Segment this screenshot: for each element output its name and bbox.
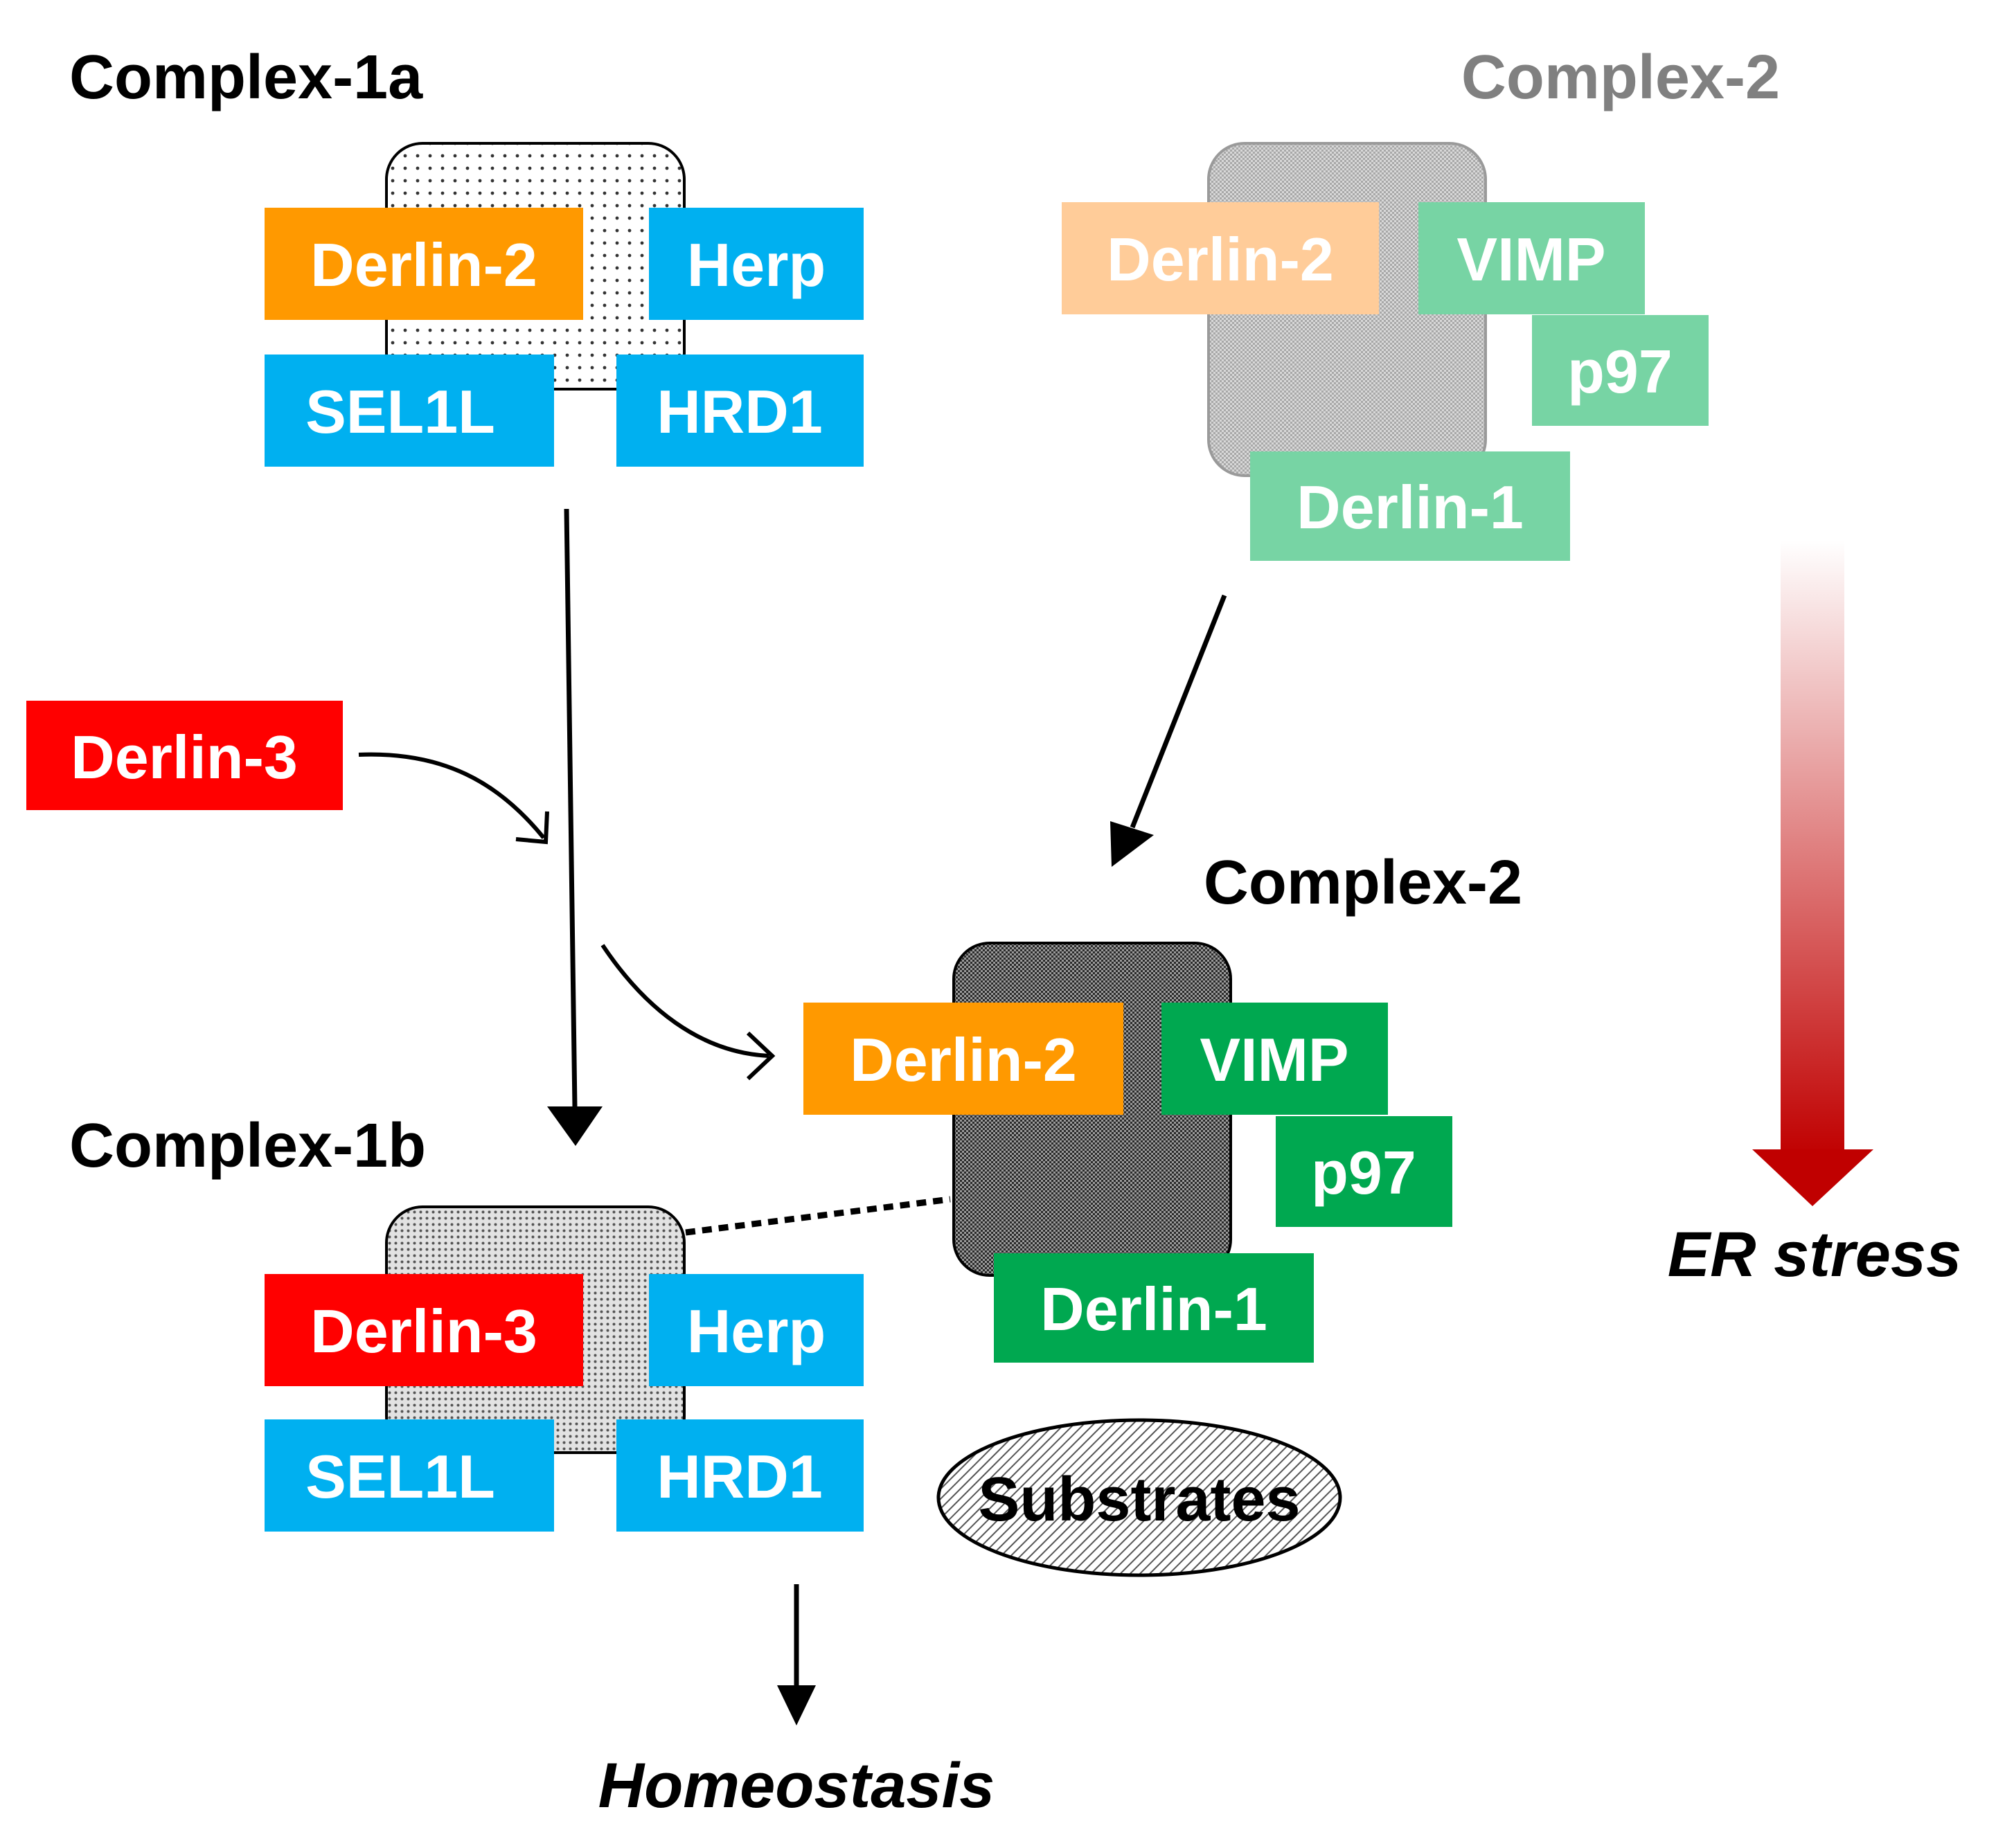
derlin3-free: Derlin-3 — [26, 701, 343, 810]
complex-2-derlin2-label: Derlin-2 — [850, 1025, 1077, 1094]
complex-1b-derlin3-label: Derlin-3 — [310, 1297, 537, 1365]
complex-2-vimp-box — [1161, 1003, 1388, 1115]
complex-1a-sel1l-box — [265, 355, 554, 467]
complex-2: Complex-2 Derlin-2 VIMP p97 Derlin-1 — [803, 848, 1522, 1363]
complex-2-derlin1-label: Derlin-1 — [1040, 1275, 1267, 1343]
substrates-label: Substrates — [978, 1465, 1300, 1534]
complex-2-faded-title: Complex-2 — [1461, 43, 1780, 112]
arrow-to-homeostasis-head — [777, 1685, 816, 1725]
arrow-release-derlin2 — [600, 944, 769, 1058]
arrow-release-derlin2-head — [746, 1031, 776, 1081]
complex-1a-herp-box — [649, 208, 864, 320]
complex-2-faded: Complex-2 Derlin-2 VIMP p97 Derlin-1 — [1062, 43, 1780, 561]
complex-2-faded-p97-box — [1532, 315, 1709, 426]
complex-2-faded-vimp-box — [1418, 202, 1645, 314]
complex-2-faded-derlin2-label: Derlin-2 — [1107, 225, 1334, 294]
complex-2-faded-derlin1-box — [1250, 451, 1570, 561]
complex-1a-derlin2-box — [265, 208, 583, 320]
complex-1b-hrd1-label: HRD1 — [657, 1442, 823, 1511]
complex-1b-sel1l-box — [265, 1419, 554, 1532]
er-stress-arrow-head — [1752, 1149, 1873, 1206]
complex-2-p97-box — [1276, 1116, 1452, 1227]
arrow-derlin3-joins-head — [515, 811, 549, 845]
complex-2-title: Complex-2 — [1204, 848, 1522, 917]
arrows — [358, 508, 1873, 1725]
complex-1a: Complex-1a Derlin-2 Herp SEL1L HRD1 — [69, 43, 864, 467]
derlin3-free-label: Derlin-3 — [71, 723, 298, 791]
complex-1b-title: Complex-1b — [69, 1111, 426, 1181]
complex-1a-derlin2-label: Derlin-2 — [310, 231, 537, 299]
complex-1a-herp-label: Herp — [687, 231, 826, 299]
complex-2-p97-label: p97 — [1311, 1138, 1416, 1207]
arrow-faded-to-complex2-head — [1110, 821, 1154, 867]
complex-1b-sel1l-label: SEL1L — [305, 1442, 495, 1511]
derlin3-free-box — [26, 701, 343, 810]
complex-1a-sel1l-label: SEL1L — [305, 377, 495, 446]
arrow-derlin3-joins — [358, 752, 546, 839]
complex-2-derlin2-box — [803, 1003, 1123, 1115]
complex-2-faded-p97-label: p97 — [1567, 337, 1673, 406]
homeostasis-label: Homeostasis — [598, 1750, 995, 1821]
complex-1b-hrd1-box — [616, 1419, 864, 1532]
complex-2-vimp-label: VIMP — [1200, 1025, 1348, 1094]
complex-2-derlin1-box — [994, 1253, 1314, 1363]
complex-2-faded-vimp-label: VIMP — [1456, 225, 1605, 294]
dotted-connector — [685, 1196, 951, 1236]
complex-2-faded-derlin2-box — [1062, 202, 1379, 314]
arrow-1a-to-1b-head — [547, 1106, 603, 1146]
er-stress-arrow-shaft — [1781, 540, 1844, 1156]
arrow-faded-to-complex2 — [1130, 594, 1227, 829]
substrates: Substrates — [936, 1418, 1342, 1577]
complex-1b-herp-label: Herp — [687, 1297, 826, 1365]
er-stress-label: ER stress — [1668, 1219, 1961, 1290]
arrow-1a-to-1b — [564, 508, 578, 1109]
complex-1b-derlin3-box — [265, 1274, 583, 1386]
complex-1b: Complex-1b Derlin-3 Herp SEL1L HRD1 — [69, 1111, 864, 1532]
complex-1a-title: Complex-1a — [69, 43, 423, 112]
complex-1b-herp-box — [649, 1274, 864, 1386]
substrates-ellipse — [936, 1418, 1342, 1577]
complex-1a-hrd1-label: HRD1 — [657, 377, 823, 446]
complex-1a-hrd1-box — [616, 355, 864, 467]
complex-2-faded-derlin1-label: Derlin-1 — [1296, 473, 1524, 541]
